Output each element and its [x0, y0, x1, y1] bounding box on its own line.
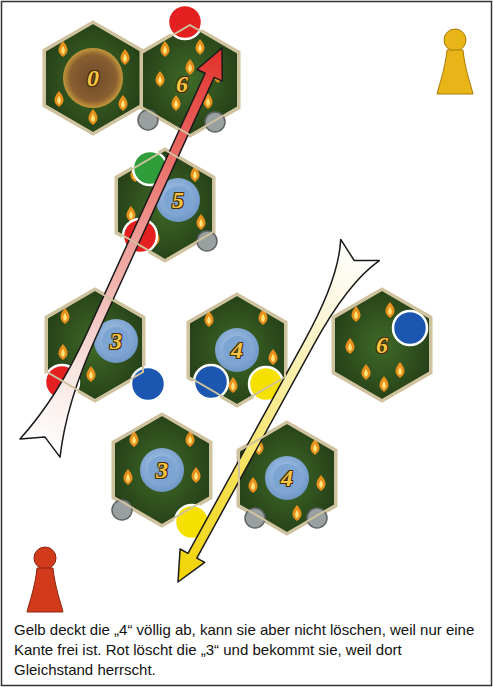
tile-number: 3: [148, 456, 176, 484]
tile-number: 4: [273, 464, 301, 492]
hex-tile: 4: [238, 422, 336, 534]
hex-tile: 5: [116, 149, 214, 261]
tile-number: 6: [168, 70, 196, 98]
hex-tile: 6: [333, 289, 431, 401]
hex-tile: 3: [46, 289, 144, 401]
tile-number: 0: [79, 64, 107, 92]
hex-tile: 0: [44, 22, 142, 134]
tile-number: 3: [102, 327, 130, 355]
tile-number: 4: [223, 336, 251, 364]
tile-number: 6: [368, 331, 396, 359]
hex-tile: 6: [141, 24, 239, 136]
caption: Gelb deckt die „4“ völlig ab, kann sie a…: [14, 620, 480, 680]
hex-outline: [141, 24, 239, 136]
hex-tile: 3: [113, 414, 211, 526]
tile-number: 5: [164, 186, 192, 214]
hex-tile: 4: [188, 294, 286, 406]
